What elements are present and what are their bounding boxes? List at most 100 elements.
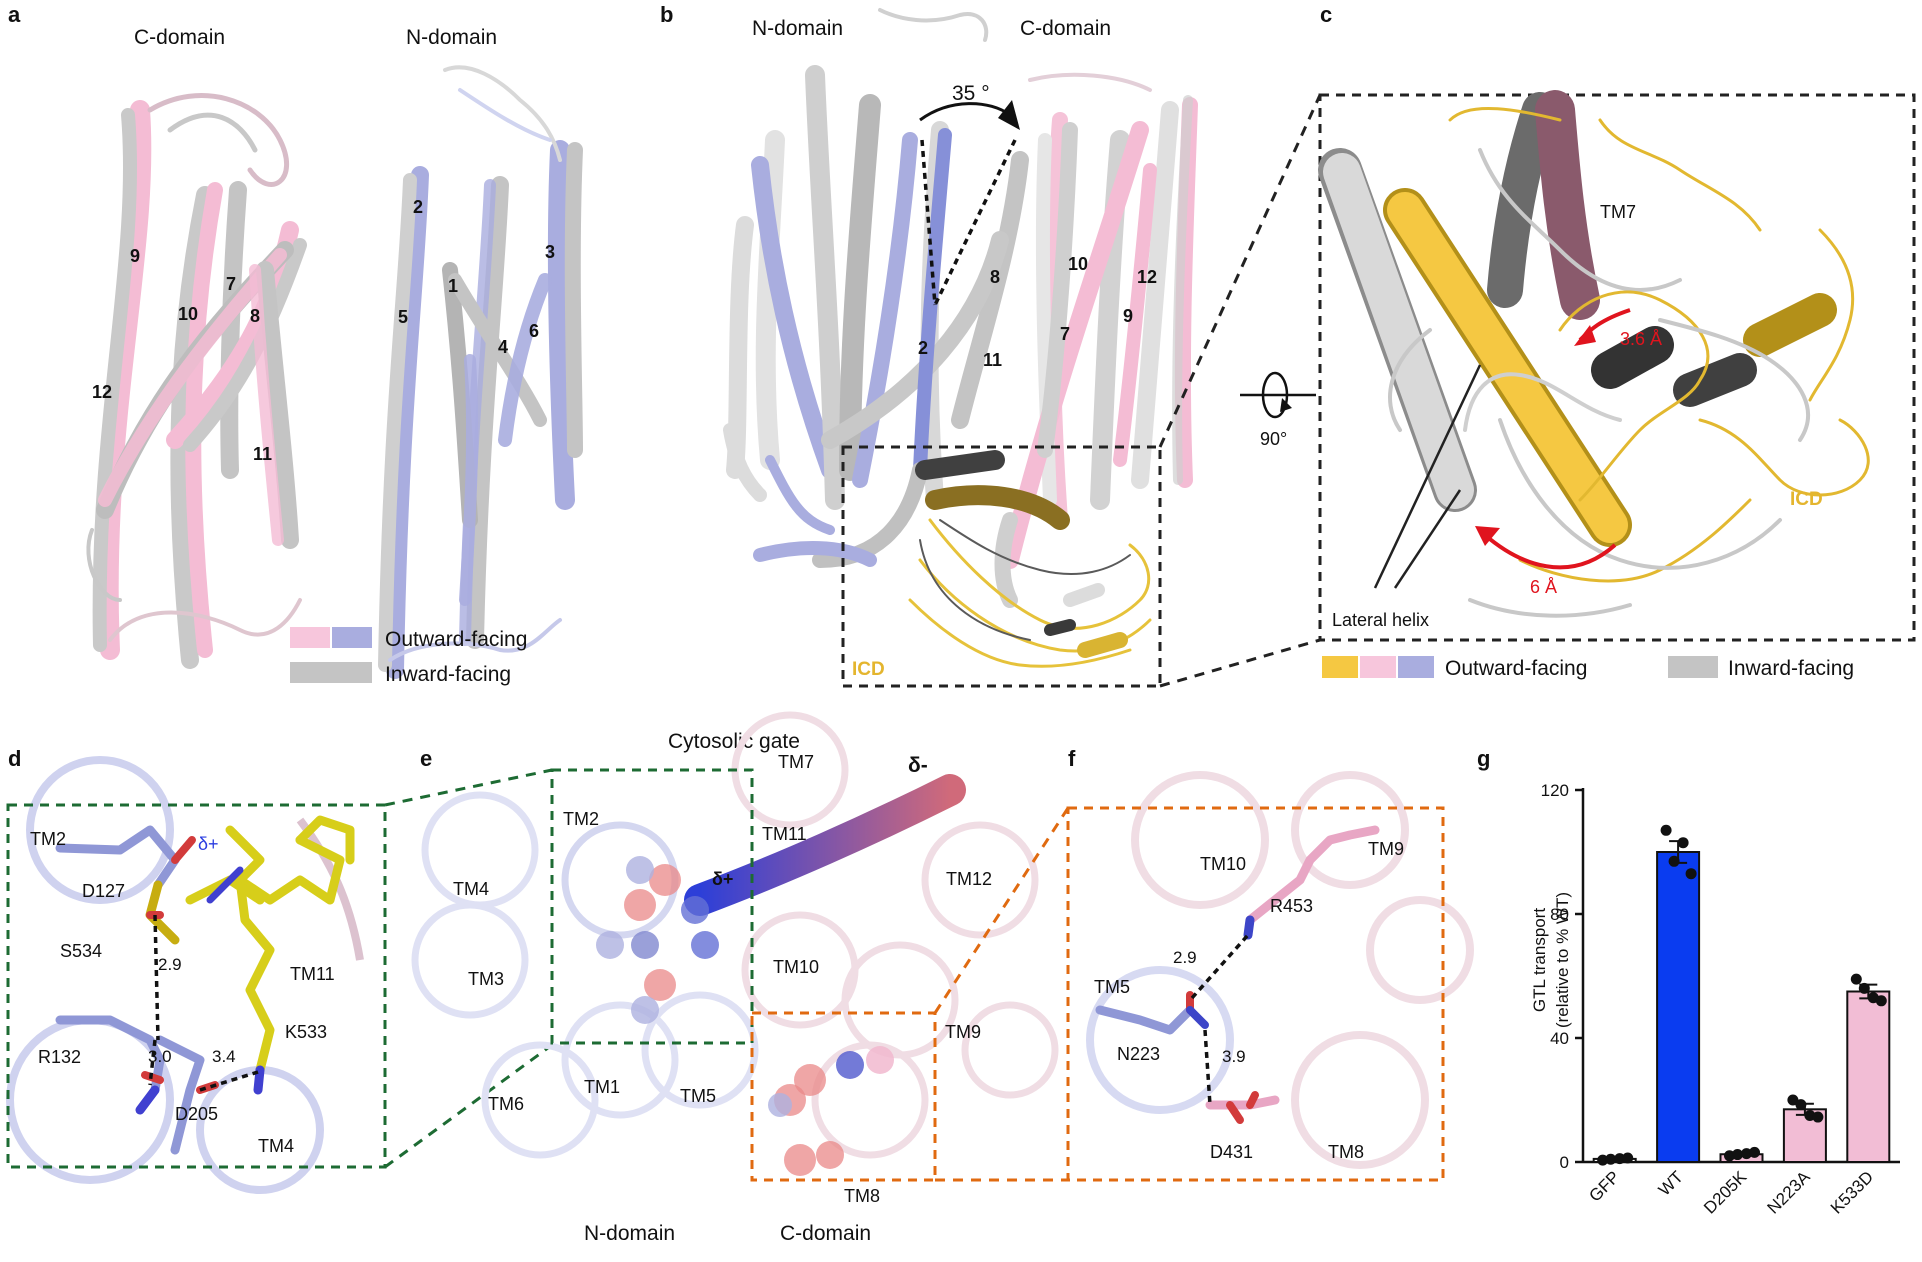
panel-d-labels: TM2 D127 S534 R132 TM11 K533 D205 TM4 δ+… — [30, 829, 335, 1156]
panel-b-title-n-domain: N-domain — [752, 17, 843, 40]
panel-f-zoom-box — [1066, 806, 1445, 1182]
f-distance-2-9: 2.9 — [1173, 948, 1197, 967]
helix-number-3: 3 — [545, 242, 555, 262]
b-helix-number-2: 2 — [918, 338, 928, 358]
f-hbond-1 — [1190, 933, 1250, 1000]
d-label-tm11: TM11 — [290, 964, 335, 984]
c-legend-swatch-pink — [1360, 656, 1396, 678]
panel-g: g GTL transport (relative to % WT) 04080… — [1477, 746, 1900, 1218]
cytosolic-gate-helix — [684, 774, 966, 916]
n-domain-helix-bundle — [378, 65, 583, 679]
chart-xtick-label-K533D: K533D — [1827, 1167, 1877, 1217]
chart-bar-WT — [1656, 851, 1701, 1163]
d-label-r132: R132 — [38, 1047, 81, 1067]
panel-d-zoom-box — [6, 803, 387, 1169]
d-hbond-1 — [153, 914, 160, 1041]
c-legend-label-inward: Inward-facing — [1728, 657, 1854, 680]
panel-b-rotation-indicator: 35 ° — [919, 82, 1020, 306]
helix-number-12: 12 — [92, 382, 112, 402]
panel-f: f TM10 TM9 R453 TM5 N223 D431 TM — [1066, 746, 1474, 1182]
chart-point-K533D-3 — [1875, 995, 1887, 1007]
chart-point-GFP-0 — [1597, 1154, 1609, 1166]
panel-c-rotation-label: 90° — [1260, 429, 1287, 449]
chart-ytick-label-0: 0 — [1560, 1153, 1569, 1172]
b-helix-number-8: 8 — [990, 267, 1000, 287]
panel-e-title: Cytosolic gate — [668, 730, 800, 753]
d-label-k533: K533 — [285, 1022, 327, 1042]
chart-ylabel-2: (relative to % WT) — [1553, 892, 1572, 1028]
panel-e: e Cytosolic gate — [411, 711, 1070, 1245]
lateral-helix-pointer-2 — [1393, 489, 1462, 589]
panel-letter-d: d — [8, 746, 21, 771]
helix-number-5: 5 — [398, 307, 408, 327]
panel-a-helix-numbers: 9 10 7 8 12 11 2 1 3 5 6 4 — [92, 197, 555, 464]
chart-ytick-label-2: 80 — [1550, 905, 1569, 924]
b-helix-number-9: 9 — [1123, 306, 1133, 326]
chart-point-GFP-2 — [1614, 1153, 1626, 1165]
rotation-arc — [919, 102, 1011, 122]
legend-label-outward: Outward-facing — [385, 628, 527, 651]
f-label-tm10: TM10 — [1200, 854, 1246, 874]
panel-letter-b: b — [660, 2, 673, 27]
d-charge-label: δ+ — [198, 834, 219, 854]
helix-number-11: 11 — [253, 444, 272, 464]
chart-xtick-label-WT: WT — [1655, 1167, 1687, 1199]
panel-b-icd-label: ICD — [852, 659, 885, 680]
e-label-tm10: TM10 — [773, 957, 819, 977]
panel-f-residues — [1095, 825, 1380, 1124]
e-connector-top — [933, 807, 1070, 1014]
chart-ytick-label-3: 120 — [1541, 781, 1569, 800]
panel-letter-c: c — [1320, 2, 1332, 27]
chart-ytick-label-1: 40 — [1550, 1029, 1569, 1048]
b-helix-number-12: 12 — [1137, 267, 1157, 287]
e-label-tm8: TM8 — [844, 1186, 880, 1206]
dashed-axis-line-1 — [920, 139, 937, 306]
panel-c: c TM7 3.6 Å — [1240, 2, 1916, 680]
panel-f-labels: TM10 TM9 R453 TM5 N223 D431 TM8 2.9 3.9 — [1094, 839, 1404, 1162]
d-distance-2-9: 2.9 — [158, 955, 182, 974]
e-charge-pos: δ+ — [712, 869, 733, 889]
e-label-tm12: TM12 — [946, 869, 992, 889]
zoom-connector-bottom — [1159, 638, 1321, 688]
chart-point-WT-2 — [1677, 837, 1689, 849]
e-label-tm7: TM7 — [778, 752, 814, 772]
f-label-tm9: TM9 — [1368, 839, 1404, 859]
shift-arrow-1-head — [1574, 325, 1596, 346]
rotation-angle-label: 35 ° — [952, 82, 990, 105]
d-label-s534: S534 — [60, 941, 102, 961]
panel-f-background-helices — [1086, 771, 1474, 1169]
chart-xtick-label-N223A: N223A — [1764, 1167, 1815, 1218]
chart-bar-K533D — [1846, 990, 1891, 1163]
panel-b-icd-region — [908, 450, 1152, 668]
panel-a: a C-domain N-domain — [8, 2, 583, 686]
rotation-icon: 90° — [1240, 371, 1316, 449]
panel-c-tm7-label: TM7 — [1600, 202, 1636, 222]
dashed-axis-line-2 — [933, 139, 1017, 306]
e-label-tm5: TM5 — [680, 1086, 716, 1106]
f-label-tm8: TM8 — [1328, 1142, 1364, 1162]
c-legend-swatch-gray — [1668, 656, 1718, 678]
panel-a-legend: Outward-facing Inward-facing — [290, 627, 527, 686]
helix-number-9: 9 — [130, 246, 140, 266]
chart-point-K533D-0 — [1850, 973, 1862, 985]
e-label-tm2: TM2 — [563, 809, 599, 829]
panel-e-gate-residues — [596, 856, 894, 1176]
b-helix-number-10: 10 — [1068, 254, 1088, 274]
legend-swatch-blue — [332, 627, 372, 648]
panel-c-lateral-helix-label: Lateral helix — [1332, 610, 1429, 630]
b-helix-number-11: 11 — [983, 350, 1002, 370]
d-label-d205: D205 — [175, 1104, 218, 1124]
chart-point-N223A-0 — [1787, 1094, 1799, 1106]
d-label-tm2: TM2 — [30, 829, 66, 849]
e-label-tm6: TM6 — [488, 1094, 524, 1114]
chart-point-K533D-1 — [1858, 982, 1870, 994]
helix-number-6: 6 — [529, 321, 539, 341]
helix-number-1: 1 — [448, 276, 458, 296]
helix-number-2: 2 — [413, 197, 423, 217]
panel-e-labels: TM7 TM2 TM11 TM12 TM4 TM3 TM10 TM9 TM6 T… — [453, 752, 992, 1245]
b-helix-number-7: 7 — [1060, 324, 1070, 344]
panel-b-zoom-box — [841, 445, 1162, 688]
chart-point-N223A-3 — [1812, 1111, 1824, 1123]
panel-a-title-n-domain: N-domain — [406, 26, 497, 49]
